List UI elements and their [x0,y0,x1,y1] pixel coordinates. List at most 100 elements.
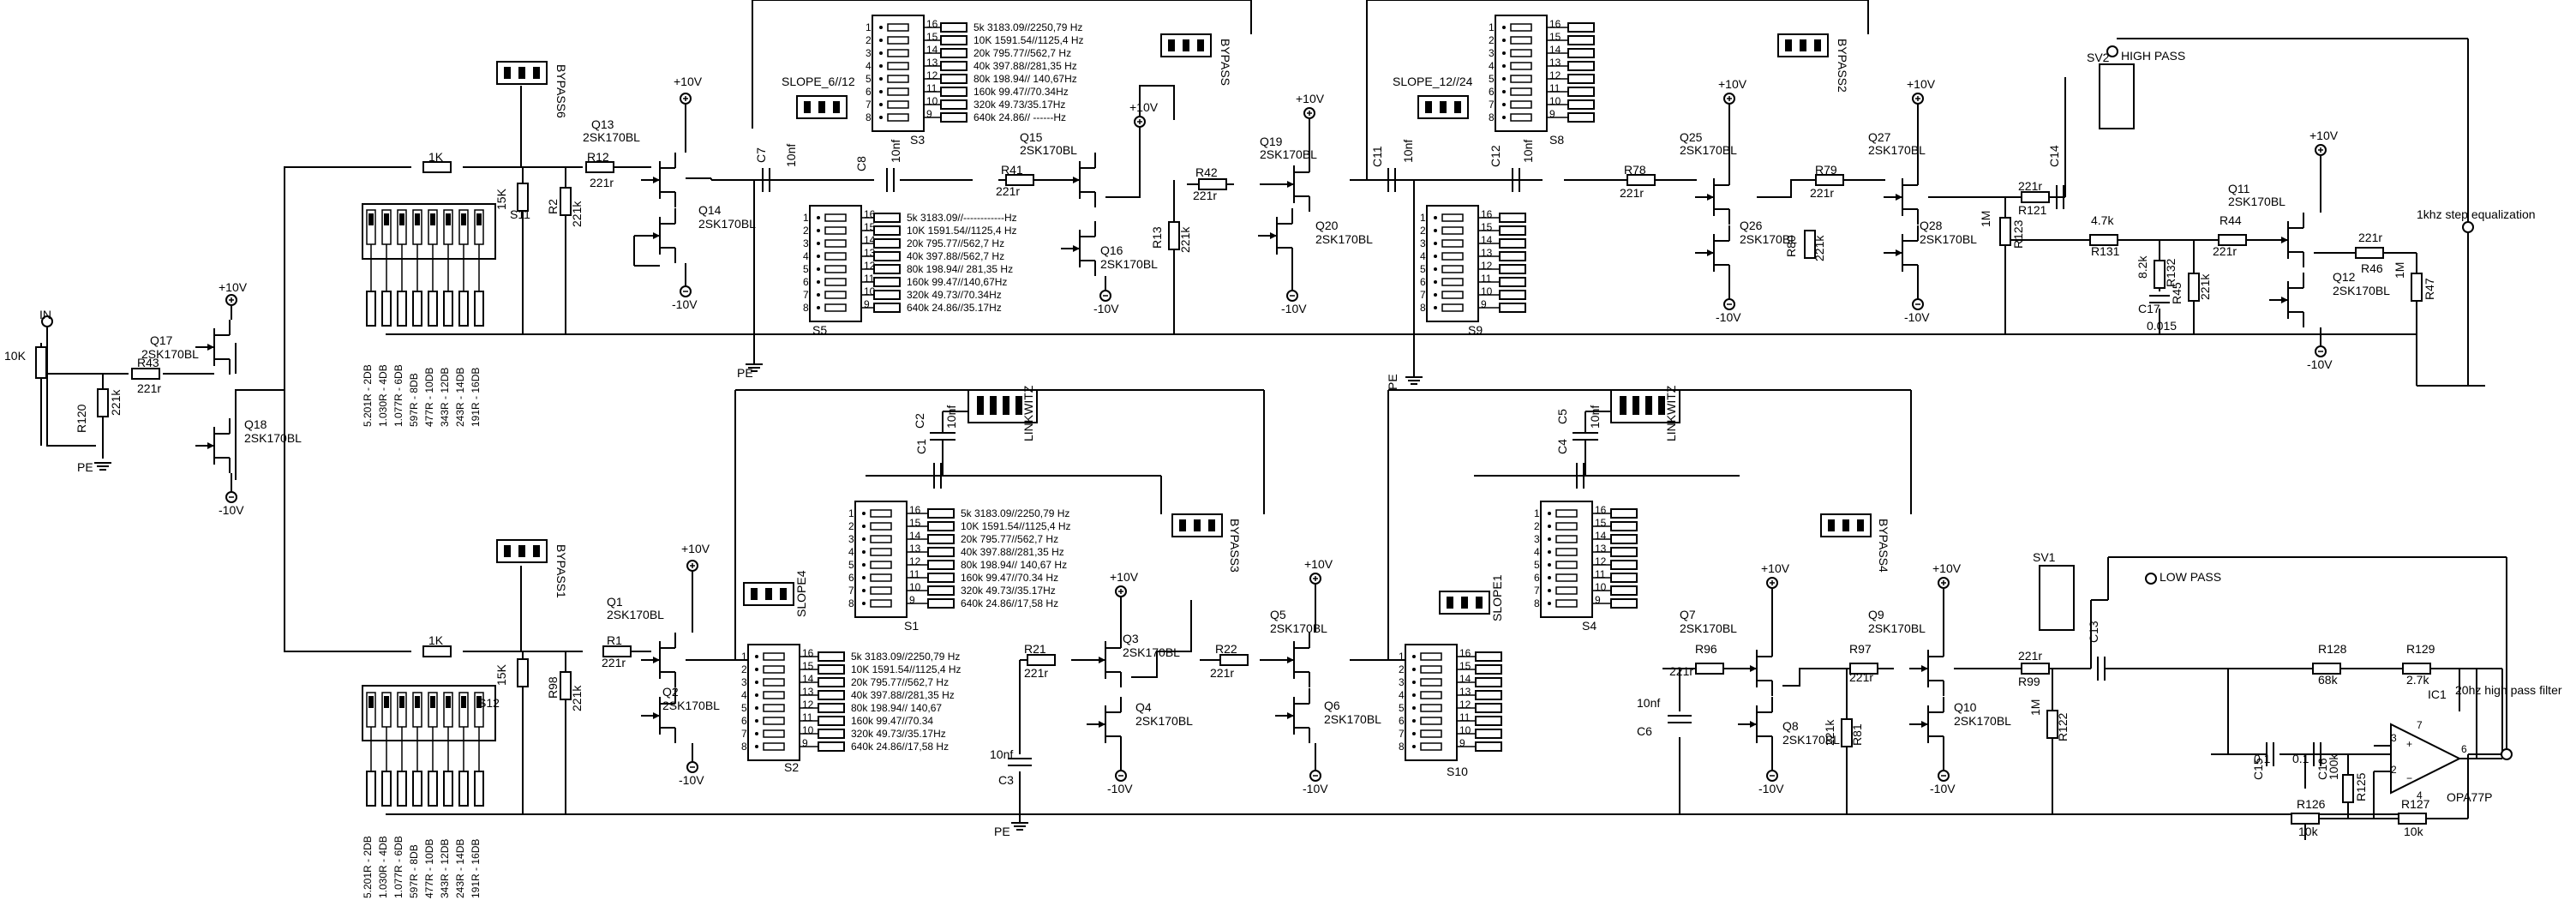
s8-pin-right: 12 [1549,69,1561,81]
svg-text:4: 4 [2417,789,2423,801]
s2-frequency: 40k 397.88//281,35 Hz [851,689,955,701]
c2-name: C2 [913,413,926,429]
s11-switch-knob [476,213,482,225]
s3-pin-left: 4 [866,60,872,72]
s2-resistors [800,651,845,752]
s1-rotary[interactable] [854,501,908,618]
sv1-header[interactable] [2039,565,2075,631]
s12-attenuation-text: 1.030R - 4DB [377,836,389,898]
q27-vplus-label: +10V [1907,77,1936,91]
r127-value: 10k [2404,825,2424,838]
s5-pin-right: 11 [864,273,875,285]
r2-value: 221k [570,201,584,227]
s2-resistor [818,716,845,726]
s2-resistor [818,690,845,700]
s8-pin-right: 14 [1549,44,1561,56]
s9-resistors [1478,213,1526,313]
s2-contact [763,665,785,674]
r98-value: 221k [570,685,584,711]
q7-vplus-label: +10V [1761,561,1790,575]
q15-vplus [1134,116,1146,128]
s9-resistor [1499,290,1526,300]
r98-name: R98 [546,676,560,699]
s8-pin-right: 13 [1549,57,1561,69]
s3-contact [887,100,909,109]
q25-vplus [1723,93,1735,105]
s3-rotary[interactable] [872,15,925,132]
s12-label: S12 [478,696,500,710]
r44-name: R44 [2220,213,2242,227]
high-pass-terminal [2106,45,2118,57]
s3-contact [887,75,909,83]
slope-12-24-header [1417,95,1469,119]
bottom-attenuator: BYPASS1 1K 15K R1 221r R98 221k S12 5.20… [362,539,720,898]
s4-contact [1555,548,1578,556]
q26-vminus [1723,298,1735,310]
s4-pin-right: 15 [1595,517,1607,529]
r123 [1999,217,2011,246]
s10-resistor [1475,703,1502,713]
s3-contact [887,87,909,96]
s1-pin-left: 6 [848,572,854,584]
s9-pin-right: 10 [1481,285,1493,297]
s5-pin-left: 3 [803,237,809,249]
s4-rotary[interactable] [1540,501,1593,618]
q5-name: Q5 [1270,608,1286,621]
s2-pin-right: 12 [802,699,814,711]
s1-pin-left: 5 [848,559,854,571]
s5-resistors [861,213,901,313]
s5-contact [824,239,847,248]
s10-pin-right: 15 [1459,660,1471,672]
s4-resistor [1610,560,1638,570]
high-pass-label: HIGH PASS [2121,49,2185,63]
s8-pin-left: 7 [1489,99,1495,111]
s8-pin-left: 1 [1489,21,1495,33]
q15-name: Q15 [1020,130,1043,144]
s4-resistor [1610,598,1638,609]
s10-pin-right: 16 [1459,647,1471,659]
s1-pin-right: 11 [909,568,920,580]
s3-resistor [940,61,967,71]
r132-value: 8.2k [2136,255,2149,279]
r99-value: 221r [2018,649,2042,663]
q11-vplus-label: +10V [2309,129,2339,142]
q25-part: 2SK170BL [1680,143,1737,157]
s3-resistor [940,112,967,123]
linkwitz-label: LINKWITZ [1021,385,1035,441]
ic1-opamp [2390,723,2462,795]
q28-vminus [1912,298,1924,310]
s4-pin-right: 10 [1595,581,1607,593]
s8-contact [1510,113,1532,122]
s4-label: S4 [1582,619,1597,633]
sv2-header[interactable] [2099,63,2135,129]
s11-attenuation-text: 343R - 12DB [439,368,451,427]
q9-vplus-label: +10V [1932,561,1962,575]
s4-pin-right: 16 [1595,504,1607,516]
q26-part: 2SK170BL [1740,232,1797,246]
s10-rotary[interactable] [1405,644,1458,761]
s2-rotary[interactable] [747,644,800,761]
s9-rotary[interactable] [1426,205,1479,322]
s5-rotary[interactable] [809,205,862,322]
r46-name: R46 [2361,261,2383,275]
s9-resistor [1499,213,1526,223]
s1-pin-right: 14 [909,530,921,542]
s2-contact [763,717,785,725]
s12-attenuation-text: 597R - 8DB [408,844,420,898]
r78-value: 221r [1620,186,1644,200]
c11-value: 10nf [1401,140,1415,163]
q15-part: 2SK170BL [1020,143,1077,157]
s3-contact [887,62,909,70]
q1-name: Q1 [607,595,623,609]
s8-resistor [1567,112,1595,123]
q14-part: 2SK170BL [698,217,756,231]
q14-name: Q14 [698,203,722,217]
r79-name: R79 [1815,163,1837,177]
q9-vplus [1938,577,1950,589]
s8-rotary[interactable] [1495,15,1548,132]
s8-pin-left: 6 [1489,86,1495,98]
s3-pin-left: 3 [866,47,872,59]
s3-pin-right: 10 [926,95,938,107]
q2-name: Q2 [662,685,679,699]
s9-pin-right: 9 [1481,298,1487,310]
